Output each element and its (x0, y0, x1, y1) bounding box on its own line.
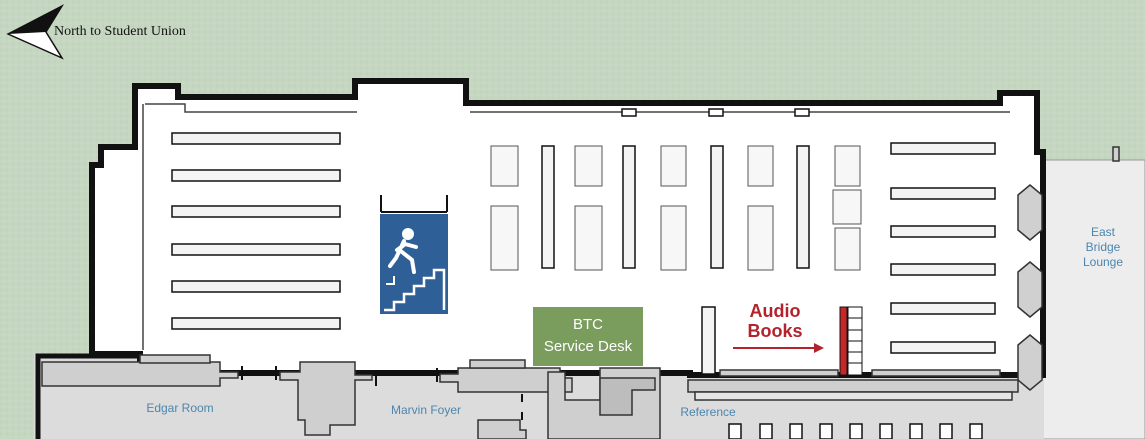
east-columns (1017, 146, 1120, 391)
room-label-east-bridge-lounge[interactable]: East Bridge Lounge (1083, 225, 1123, 269)
service-desk[interactable]: BTC Service Desk (533, 307, 643, 366)
compass: North to Student Union (6, 4, 186, 60)
arrow-right-icon (733, 343, 824, 353)
audio-books-line1: Audio (750, 301, 801, 321)
shelf (890, 263, 996, 276)
shelf (171, 169, 341, 182)
left-shelves (171, 132, 341, 330)
center-shelves (541, 145, 810, 375)
door-marks (241, 366, 523, 420)
audio-books-line2: Books (747, 321, 802, 341)
shelf (622, 145, 636, 269)
room-label-marvin-foyer[interactable]: Marvin Foyer (391, 403, 461, 417)
wall-niches (621, 108, 810, 117)
shelf (541, 145, 555, 269)
shelf (171, 205, 341, 218)
table (834, 145, 861, 187)
east-bridge-lounge-area[interactable] (1042, 159, 1145, 439)
compass-label: North to Student Union (54, 24, 186, 39)
audio-books-shelf (847, 306, 863, 376)
table (832, 189, 862, 225)
shelf (171, 280, 341, 293)
audio-books[interactable]: Audio Books (733, 301, 863, 376)
south-walls (41, 354, 1019, 439)
reference-shelves (728, 423, 983, 439)
table (660, 145, 687, 187)
svg-text:East: East (1091, 225, 1116, 239)
table (834, 227, 861, 271)
shelf (171, 317, 341, 330)
audio-books-shelf-red (839, 306, 848, 376)
service-desk-line2: Service Desk (544, 338, 633, 355)
table (490, 205, 519, 271)
shelf (890, 341, 996, 354)
shelf (171, 243, 341, 256)
stairs[interactable] (380, 195, 448, 314)
table (747, 205, 774, 271)
table (574, 145, 603, 187)
center-furniture (490, 145, 862, 271)
shelf (796, 145, 810, 269)
service-desk-line1: BTC (573, 316, 603, 333)
room-label-reference[interactable]: Reference (680, 405, 736, 419)
table (490, 145, 519, 187)
shelf (710, 145, 724, 269)
shelf (890, 302, 996, 315)
shelf (701, 306, 716, 375)
right-shelves (890, 142, 996, 354)
shelf (171, 132, 341, 145)
shelf (890, 225, 996, 238)
table (747, 145, 774, 187)
shelf (890, 187, 996, 200)
shelf (890, 142, 996, 155)
svg-text:Bridge: Bridge (1086, 240, 1121, 254)
stairs-icon (384, 228, 446, 312)
inner-wall-line (142, 103, 1010, 350)
table (574, 205, 603, 271)
table (660, 205, 687, 271)
svg-text:Lounge: Lounge (1083, 255, 1123, 269)
room-label-edgar-room[interactable]: Edgar Room (146, 401, 213, 415)
